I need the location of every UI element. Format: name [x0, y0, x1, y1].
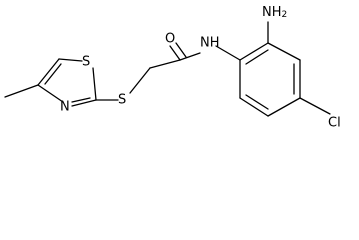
bond-ch2-co: [149, 59, 181, 69]
bond-s-ch2: [129, 67, 151, 94]
structural-formula: NH2 NH O S S N Cl: [4, 5, 341, 131]
bond-c5-c6: [239, 97, 269, 117]
bond-c1-c2: [239, 42, 269, 61]
bond-nh-c1: [215, 45, 241, 61]
bond-c2-n3-inner: [71, 97, 91, 103]
bond-co-nh: [179, 52, 201, 61]
atom-labels: NH2 NH O S S N Cl: [60, 5, 341, 131]
bond-c2-n3: [71, 99, 97, 107]
bond-c-o-1: [169, 45, 181, 61]
bond-c1-c2-inner: [245, 49, 269, 65]
atom-label-nh2: NH2: [262, 5, 287, 21]
bond-methyl-c4: [4, 84, 39, 98]
atom-label-s-thioether: S: [118, 93, 126, 108]
bond-c4-c5: [37, 58, 60, 86]
bond-c-o-2: [175, 42, 187, 58]
bonds: [4, 21, 331, 117]
bond-c4-c5: [267, 97, 301, 117]
bond-c5-c6-inner: [245, 94, 269, 110]
bond-c5-s1: [58, 58, 83, 62]
atom-label-cl: Cl: [328, 116, 341, 131]
atom-label-n-ring: N: [60, 100, 70, 115]
bond-c4-c5-inner: [44, 63, 62, 85]
bond-c4-cl: [299, 97, 331, 115]
atom-label-o: O: [165, 32, 175, 47]
bond-s1-c2: [92, 67, 97, 101]
atom-label-nh: NH: [200, 36, 220, 51]
atom-label-s-ring: S: [82, 55, 90, 70]
bond-n3-c4: [37, 84, 64, 103]
bond-c2-c3: [267, 42, 301, 61]
